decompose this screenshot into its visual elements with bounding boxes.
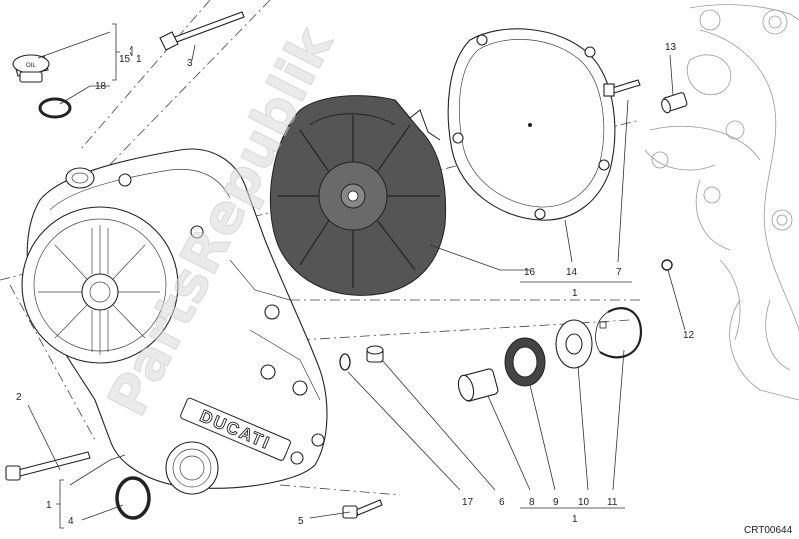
callout-label-10: 10 [578, 497, 590, 508]
callout-label-11: 11 [607, 497, 618, 508]
callout-label-7: 7 [616, 267, 622, 278]
callout-label-13: 13 [665, 42, 677, 53]
plug-6 [366, 345, 384, 363]
engine-case-background [644, 4, 799, 401]
callout-labels: 15 1 18 3 13 16 14 7 1 12 2 1 4 5 17 6 8… [16, 42, 695, 527]
grouping-braces [56, 23, 133, 529]
clutch-inspection-cover-dark [269, 95, 447, 296]
callout-label-1-bottom: 1 [572, 514, 578, 525]
callout-label-17: 17 [462, 497, 474, 508]
callout-label-4: 4 [68, 516, 74, 527]
callout-label-1-top: 1 [136, 54, 142, 65]
leader-lines [27, 31, 686, 521]
screw-5 [342, 499, 383, 519]
seal-4 [115, 476, 151, 520]
callout-label-12: 12 [683, 330, 695, 341]
long-screw-2 [5, 451, 91, 481]
snap-ring [595, 307, 643, 359]
callout-label-5: 5 [298, 516, 304, 527]
callout-label-16: 16 [524, 267, 536, 278]
callout-label-1-mid: 1 [572, 288, 578, 299]
callout-label-8: 8 [529, 497, 535, 508]
callout-label-6: 6 [499, 497, 505, 508]
drawing-code: CRT00644 [744, 525, 793, 536]
clutch-cover: DUCATI [21, 148, 328, 495]
callout-label-15: 15 [119, 54, 131, 65]
callout-label-18: 18 [95, 81, 107, 92]
shaft-bushing [457, 368, 499, 402]
oil-filler-cap: OIL [12, 54, 50, 83]
callout-label-9: 9 [553, 497, 559, 508]
oil-seal [504, 337, 546, 387]
callout-label-3: 3 [187, 58, 193, 69]
callout-label-14: 14 [566, 267, 578, 278]
svg-text:OIL: OIL [26, 63, 36, 69]
washer [555, 319, 593, 369]
cover-ribs [38, 225, 160, 355]
dowel-bushing [661, 92, 688, 114]
cover-screw [603, 79, 641, 97]
oil-cap-o-ring [38, 97, 72, 119]
small-o-ring-17 [339, 353, 351, 371]
clutch-transparent-cover [447, 28, 616, 221]
callout-label-1-left: 1 [46, 500, 52, 511]
callout-label-2: 2 [16, 392, 22, 403]
circlip-12 [661, 259, 673, 271]
long-screw-top [159, 11, 245, 51]
